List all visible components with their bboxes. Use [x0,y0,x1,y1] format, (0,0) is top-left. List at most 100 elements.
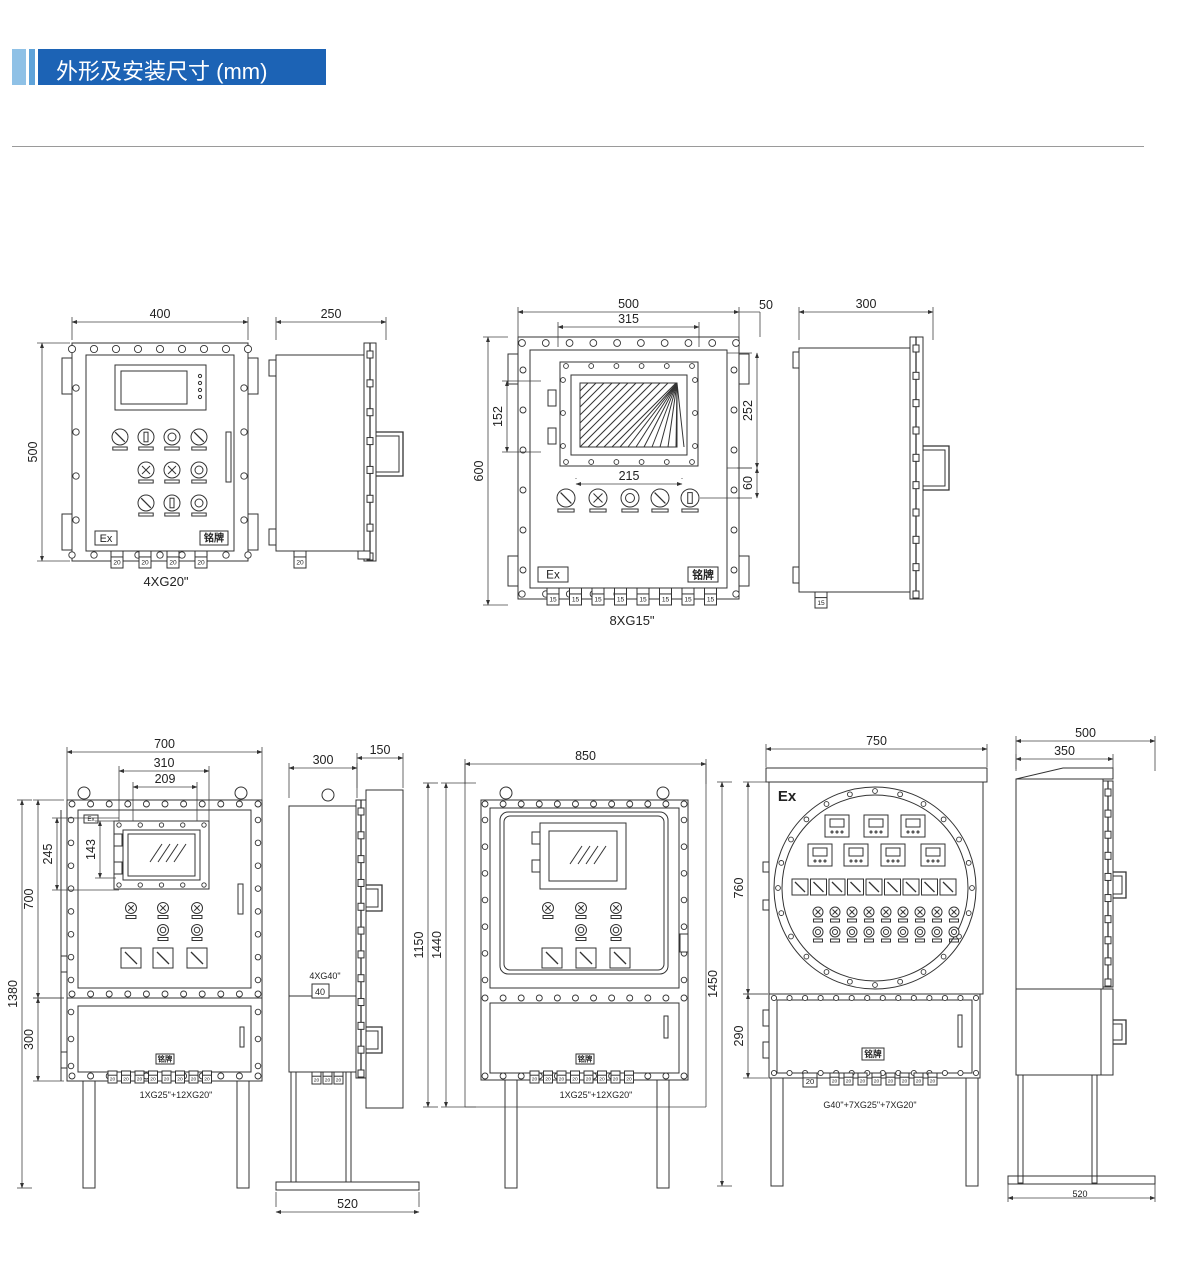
bolt [235,1072,243,1080]
cable-gland-label: 15 [662,597,670,604]
bolt [87,990,95,998]
bolt [957,1069,964,1077]
bolt [254,800,262,808]
ex-mark-label: Ex [778,788,797,805]
bolt [680,816,688,824]
knob-mark [900,909,906,915]
bolt [254,1008,262,1016]
knob-mark [883,909,889,915]
bolt [663,459,670,465]
knob-mark [193,904,201,912]
door-hinge-slot [237,883,244,915]
bolt [662,1072,670,1080]
bolt [817,994,824,1002]
flange-bolt [897,791,903,798]
hinge-bolt [1104,830,1112,839]
bolt [680,870,688,877]
side-lug [247,513,259,551]
knob-mark [917,909,923,915]
bolt [481,870,489,877]
bolt [90,551,98,559]
bolt [692,377,698,383]
bolt [553,994,561,1002]
enclosure-flange [517,336,740,600]
knob-mark [127,904,135,912]
door-handle-inner [1113,875,1123,895]
glass-hatch [676,382,685,448]
meter-button [911,830,915,834]
bolt [254,1035,262,1043]
bolt [972,994,980,1002]
bolt [680,896,688,904]
bolt [519,486,527,494]
round-flange-inner [781,794,969,982]
enclosure-body [529,349,728,589]
bolt [541,339,550,347]
meter-display [807,843,833,867]
bolt [67,839,75,847]
knob-mark [560,492,572,504]
knob-label-plate [164,446,180,451]
bolt [137,822,143,828]
bolt [638,459,645,465]
bolt [588,459,595,465]
knob-label-plate [621,508,639,513]
bolt [481,976,489,984]
gland-spec-label: 1XG25"+12XG20" [560,1090,633,1100]
bolt [535,800,543,808]
hinge-bolt [357,878,365,887]
knob-label-plate [610,937,622,941]
round-flange-outer [773,786,977,990]
dimension-offset-label: 50 [759,298,773,312]
bolt [87,1072,95,1080]
bolt [240,472,248,480]
lower-flange [768,993,981,1079]
meter-button [849,859,853,863]
bolt [879,994,886,1002]
knob-label-plate [813,918,823,923]
knob-mark [577,904,585,912]
support-leg [82,1080,96,1189]
hinge-bolt [1104,894,1112,903]
knob-inner [832,929,838,935]
control-knob [863,926,875,938]
side-lug [268,359,277,377]
side-lug [762,1041,770,1059]
inner-stud [531,859,541,873]
glass-glare [149,843,163,863]
meter-button [879,830,883,834]
cable-gland-label: 20 [336,1078,342,1084]
door-handle [1113,1019,1127,1045]
knob-label-plate [191,479,207,484]
control-knob [190,461,208,479]
knob-inner [159,926,167,934]
knob-inner [934,929,940,935]
glass-hatch [579,382,597,400]
knob-inner [883,929,889,935]
meter-button [830,830,834,834]
cable-gland-label: 15 [684,597,692,604]
lifting-eye [77,786,91,800]
glass-hatch [579,382,645,448]
bolt [517,800,525,808]
bolt [638,363,645,369]
bolt [481,950,489,957]
bolt [254,839,262,847]
bolt [972,1069,980,1077]
bolt [67,1008,75,1016]
bolt [730,446,738,454]
bolt [254,1072,262,1080]
knob-mark [593,493,603,503]
cable-gland-label: 15 [639,597,647,604]
knob-label-plate [932,918,942,923]
window-frame [113,820,210,890]
nameplate-label: 铭牌 [578,1055,593,1064]
indicator-led [197,387,203,393]
bolt [89,344,99,354]
bolt [72,472,80,480]
hinge-bolt [357,926,365,935]
hinge-bolt [912,399,920,408]
